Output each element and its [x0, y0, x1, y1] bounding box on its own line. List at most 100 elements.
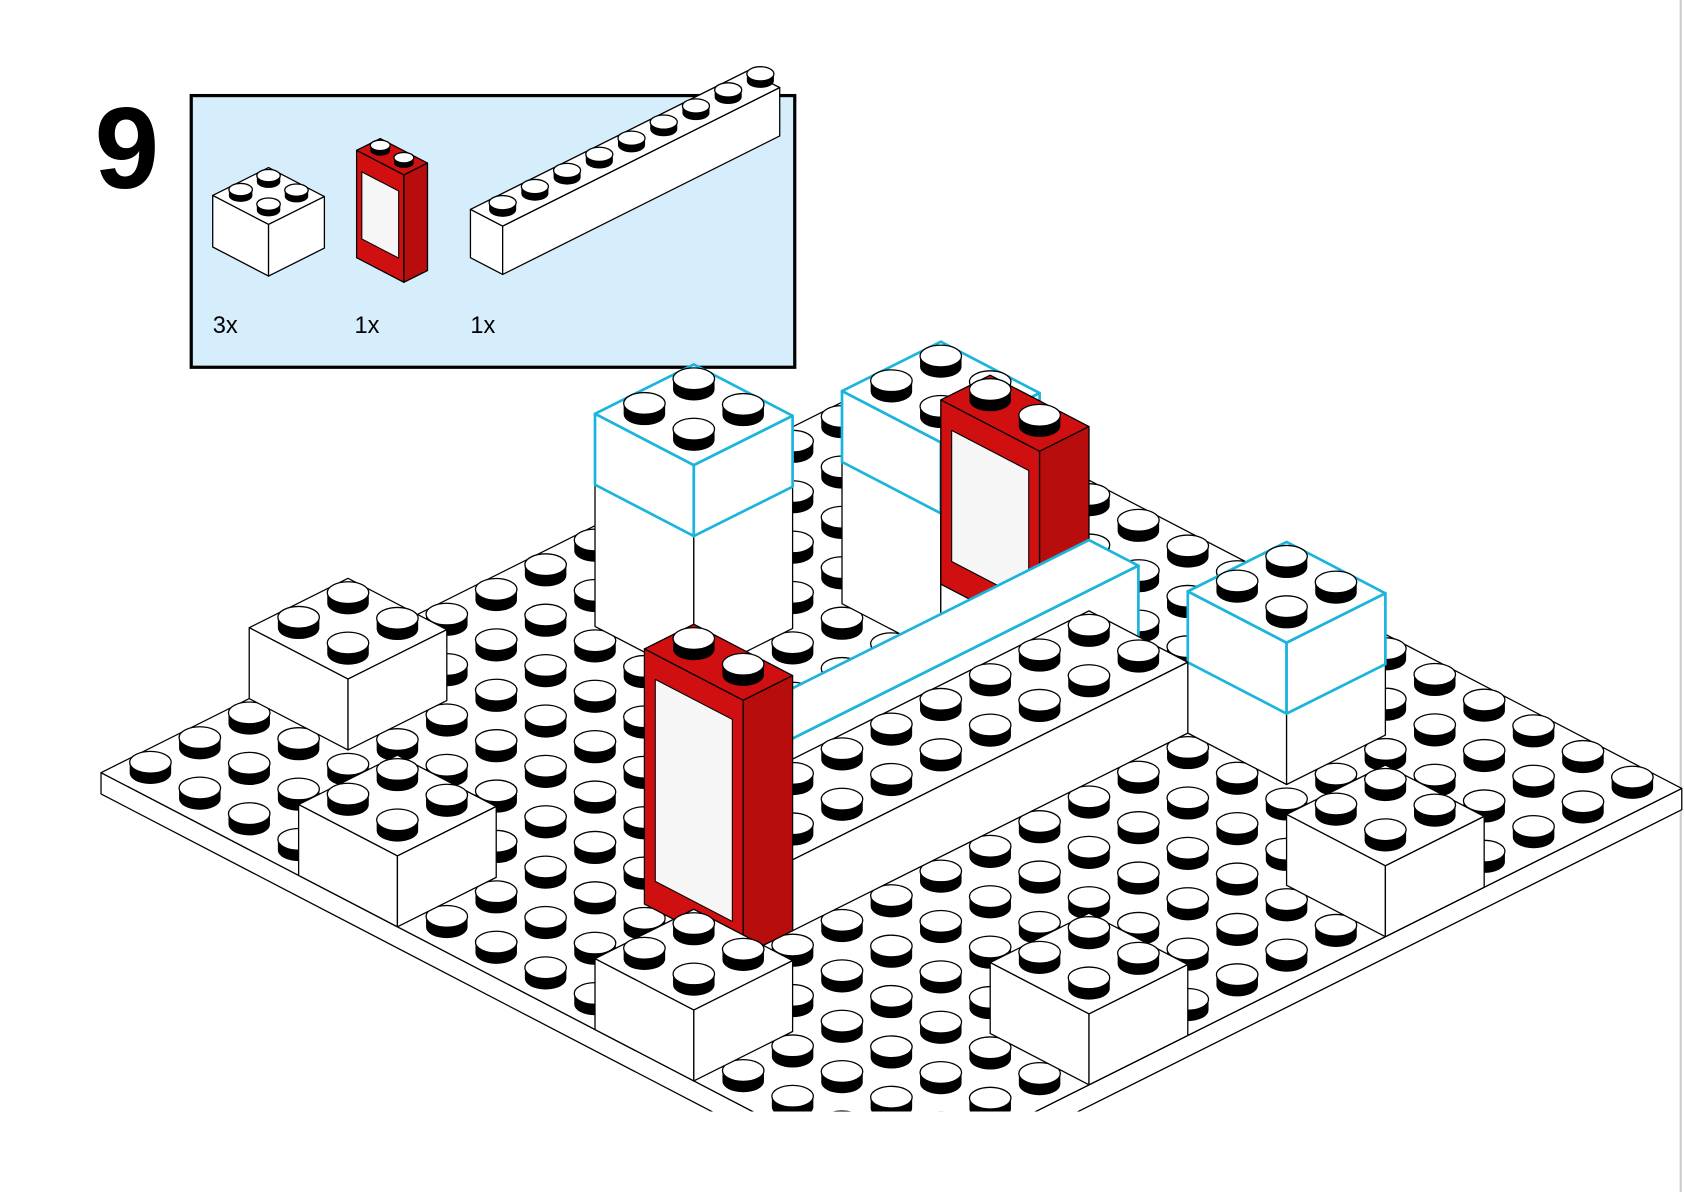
stud-top	[968, 1086, 1012, 1110]
stud	[649, 114, 678, 137]
brick-1x10-icon	[469, 66, 781, 276]
stud-top	[919, 909, 963, 933]
stud-top	[968, 935, 1012, 959]
stud-top	[256, 168, 281, 183]
stud-top	[256, 197, 281, 211]
stud-top	[968, 378, 1012, 402]
stud-top	[573, 830, 617, 854]
baseplate-stud	[376, 728, 419, 762]
baseplate-stud	[968, 834, 1012, 868]
stud-top	[919, 1010, 963, 1034]
stud	[376, 808, 419, 842]
stud-top	[919, 1060, 963, 1085]
stud-top	[1215, 761, 1259, 785]
baseplate-stud	[178, 726, 222, 760]
stud-top	[1166, 534, 1210, 558]
baseplate-stud	[968, 1086, 1012, 1112]
stud	[1116, 639, 1160, 673]
brick-2x2	[297, 754, 497, 928]
stud	[369, 139, 391, 156]
baseplate-stud	[1462, 738, 1506, 773]
stud	[228, 182, 254, 202]
baseplate-stud	[919, 859, 963, 893]
baseplate-stud	[524, 956, 568, 990]
stud	[1018, 688, 1061, 723]
baseplate-stud	[1462, 789, 1506, 823]
stud-top	[326, 581, 370, 605]
stud-top	[178, 726, 222, 750]
baseplate-stud	[832, 1110, 852, 1112]
baseplate-stud	[1265, 938, 1308, 972]
stud	[623, 936, 666, 971]
stud-top	[474, 729, 518, 753]
stud	[1265, 595, 1308, 629]
stud-top	[376, 606, 419, 630]
stud-top	[1462, 789, 1506, 813]
stud-top	[1512, 764, 1555, 788]
stud-top	[820, 606, 864, 630]
stud-top	[1265, 544, 1308, 568]
stud-top	[721, 937, 765, 961]
window-pane	[654, 678, 733, 922]
stud-top	[681, 98, 711, 114]
stud-top	[1166, 937, 1210, 961]
stud-top	[284, 183, 309, 197]
stud-top	[623, 906, 666, 930]
stud-top	[1067, 835, 1111, 859]
stud-top	[524, 855, 568, 879]
stud-top	[820, 1059, 864, 1084]
stud	[721, 392, 765, 427]
stud-top	[870, 934, 913, 958]
baseplate-stud	[129, 750, 172, 785]
stud-top	[227, 701, 271, 725]
stud-top	[1215, 812, 1259, 836]
stud-top	[1116, 911, 1160, 935]
stud-top	[820, 908, 864, 932]
baseplate-stud	[227, 751, 271, 786]
right-face	[403, 162, 429, 283]
right-face	[396, 805, 497, 928]
stud-top	[1018, 810, 1061, 834]
baseplate-stud	[474, 880, 518, 914]
baseplate-stud	[524, 553, 568, 587]
baseplate-stud	[573, 629, 617, 663]
right-face	[347, 629, 448, 751]
stud-top	[1561, 739, 1605, 763]
stud-top	[968, 885, 1012, 909]
baseplate-stud	[1413, 662, 1457, 697]
part-count: 1x	[354, 313, 379, 339]
baseplate-stud	[1265, 888, 1308, 922]
baseplate-stud	[919, 1060, 963, 1095]
right-face	[1384, 815, 1485, 938]
stud	[919, 738, 963, 772]
stud	[1067, 916, 1111, 950]
baseplate-stud	[1561, 739, 1605, 774]
baseplate-stud	[573, 730, 617, 764]
stud	[672, 962, 716, 996]
stud-top	[870, 984, 913, 1008]
stud-top	[1363, 818, 1407, 842]
stud-top	[1067, 664, 1111, 688]
stud-top	[1512, 814, 1555, 839]
baseplate-stud	[1018, 860, 1061, 894]
baseplate-stud	[1067, 835, 1111, 869]
stud-top	[1215, 912, 1259, 936]
stud-top	[425, 703, 469, 727]
brick-2x2	[248, 577, 448, 751]
stud	[672, 417, 716, 451]
baseplate-stud	[227, 701, 271, 735]
stud	[1363, 767, 1407, 802]
baseplate-stud	[1314, 913, 1358, 947]
brick-2x2-icon	[212, 166, 326, 277]
baseplate-stud	[1166, 786, 1210, 820]
stud-top	[820, 787, 864, 811]
part-count: 1x	[470, 313, 495, 339]
stud-top	[721, 652, 765, 676]
stud-top	[1018, 940, 1061, 964]
baseplate-stud	[1067, 785, 1111, 819]
stud	[1018, 940, 1061, 974]
window-pane	[361, 171, 400, 259]
stud-top	[1413, 793, 1457, 817]
stud-top	[474, 628, 518, 652]
stud-top	[573, 730, 617, 754]
